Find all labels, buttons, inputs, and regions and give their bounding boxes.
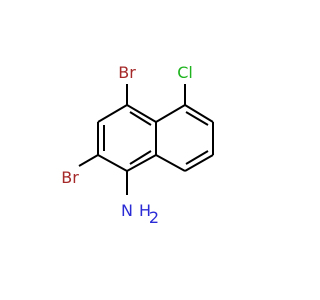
bond-c4-c4a	[126, 104, 157, 123]
bond-c5-c6	[184, 104, 214, 123]
atom-label-amine-h: H	[139, 201, 151, 220]
atom-label-amine-h-subscript: 2	[149, 208, 159, 227]
bond-c4a-c5	[155, 104, 186, 123]
bond-c3-br	[78, 154, 99, 167]
bond-c8a-c1	[126, 154, 157, 172]
bond-c5-c6-inner	[185, 111, 209, 126]
atom-label-cl: Cl	[177, 63, 193, 82]
atom-label-amine-n: N	[121, 201, 133, 220]
bond-c8a-c1-inner	[129, 150, 152, 165]
bonds	[78, 84, 214, 195]
bond-c8-c8a	[155, 154, 186, 172]
bond-c7-c8	[184, 154, 214, 172]
bond-c1-c2	[97, 154, 128, 172]
bond-c4-c4a-inner	[129, 111, 152, 126]
atom-labels: Br Cl Br N H 2	[61, 63, 193, 227]
bond-c7-c8-inner	[185, 150, 209, 165]
molecule-structure-diagram: Br Cl Br N H 2	[61, 63, 214, 227]
bond-c3-c4	[97, 104, 128, 123]
atom-label-br-top: Br	[118, 63, 136, 82]
atom-label-br-left: Br	[61, 168, 79, 187]
